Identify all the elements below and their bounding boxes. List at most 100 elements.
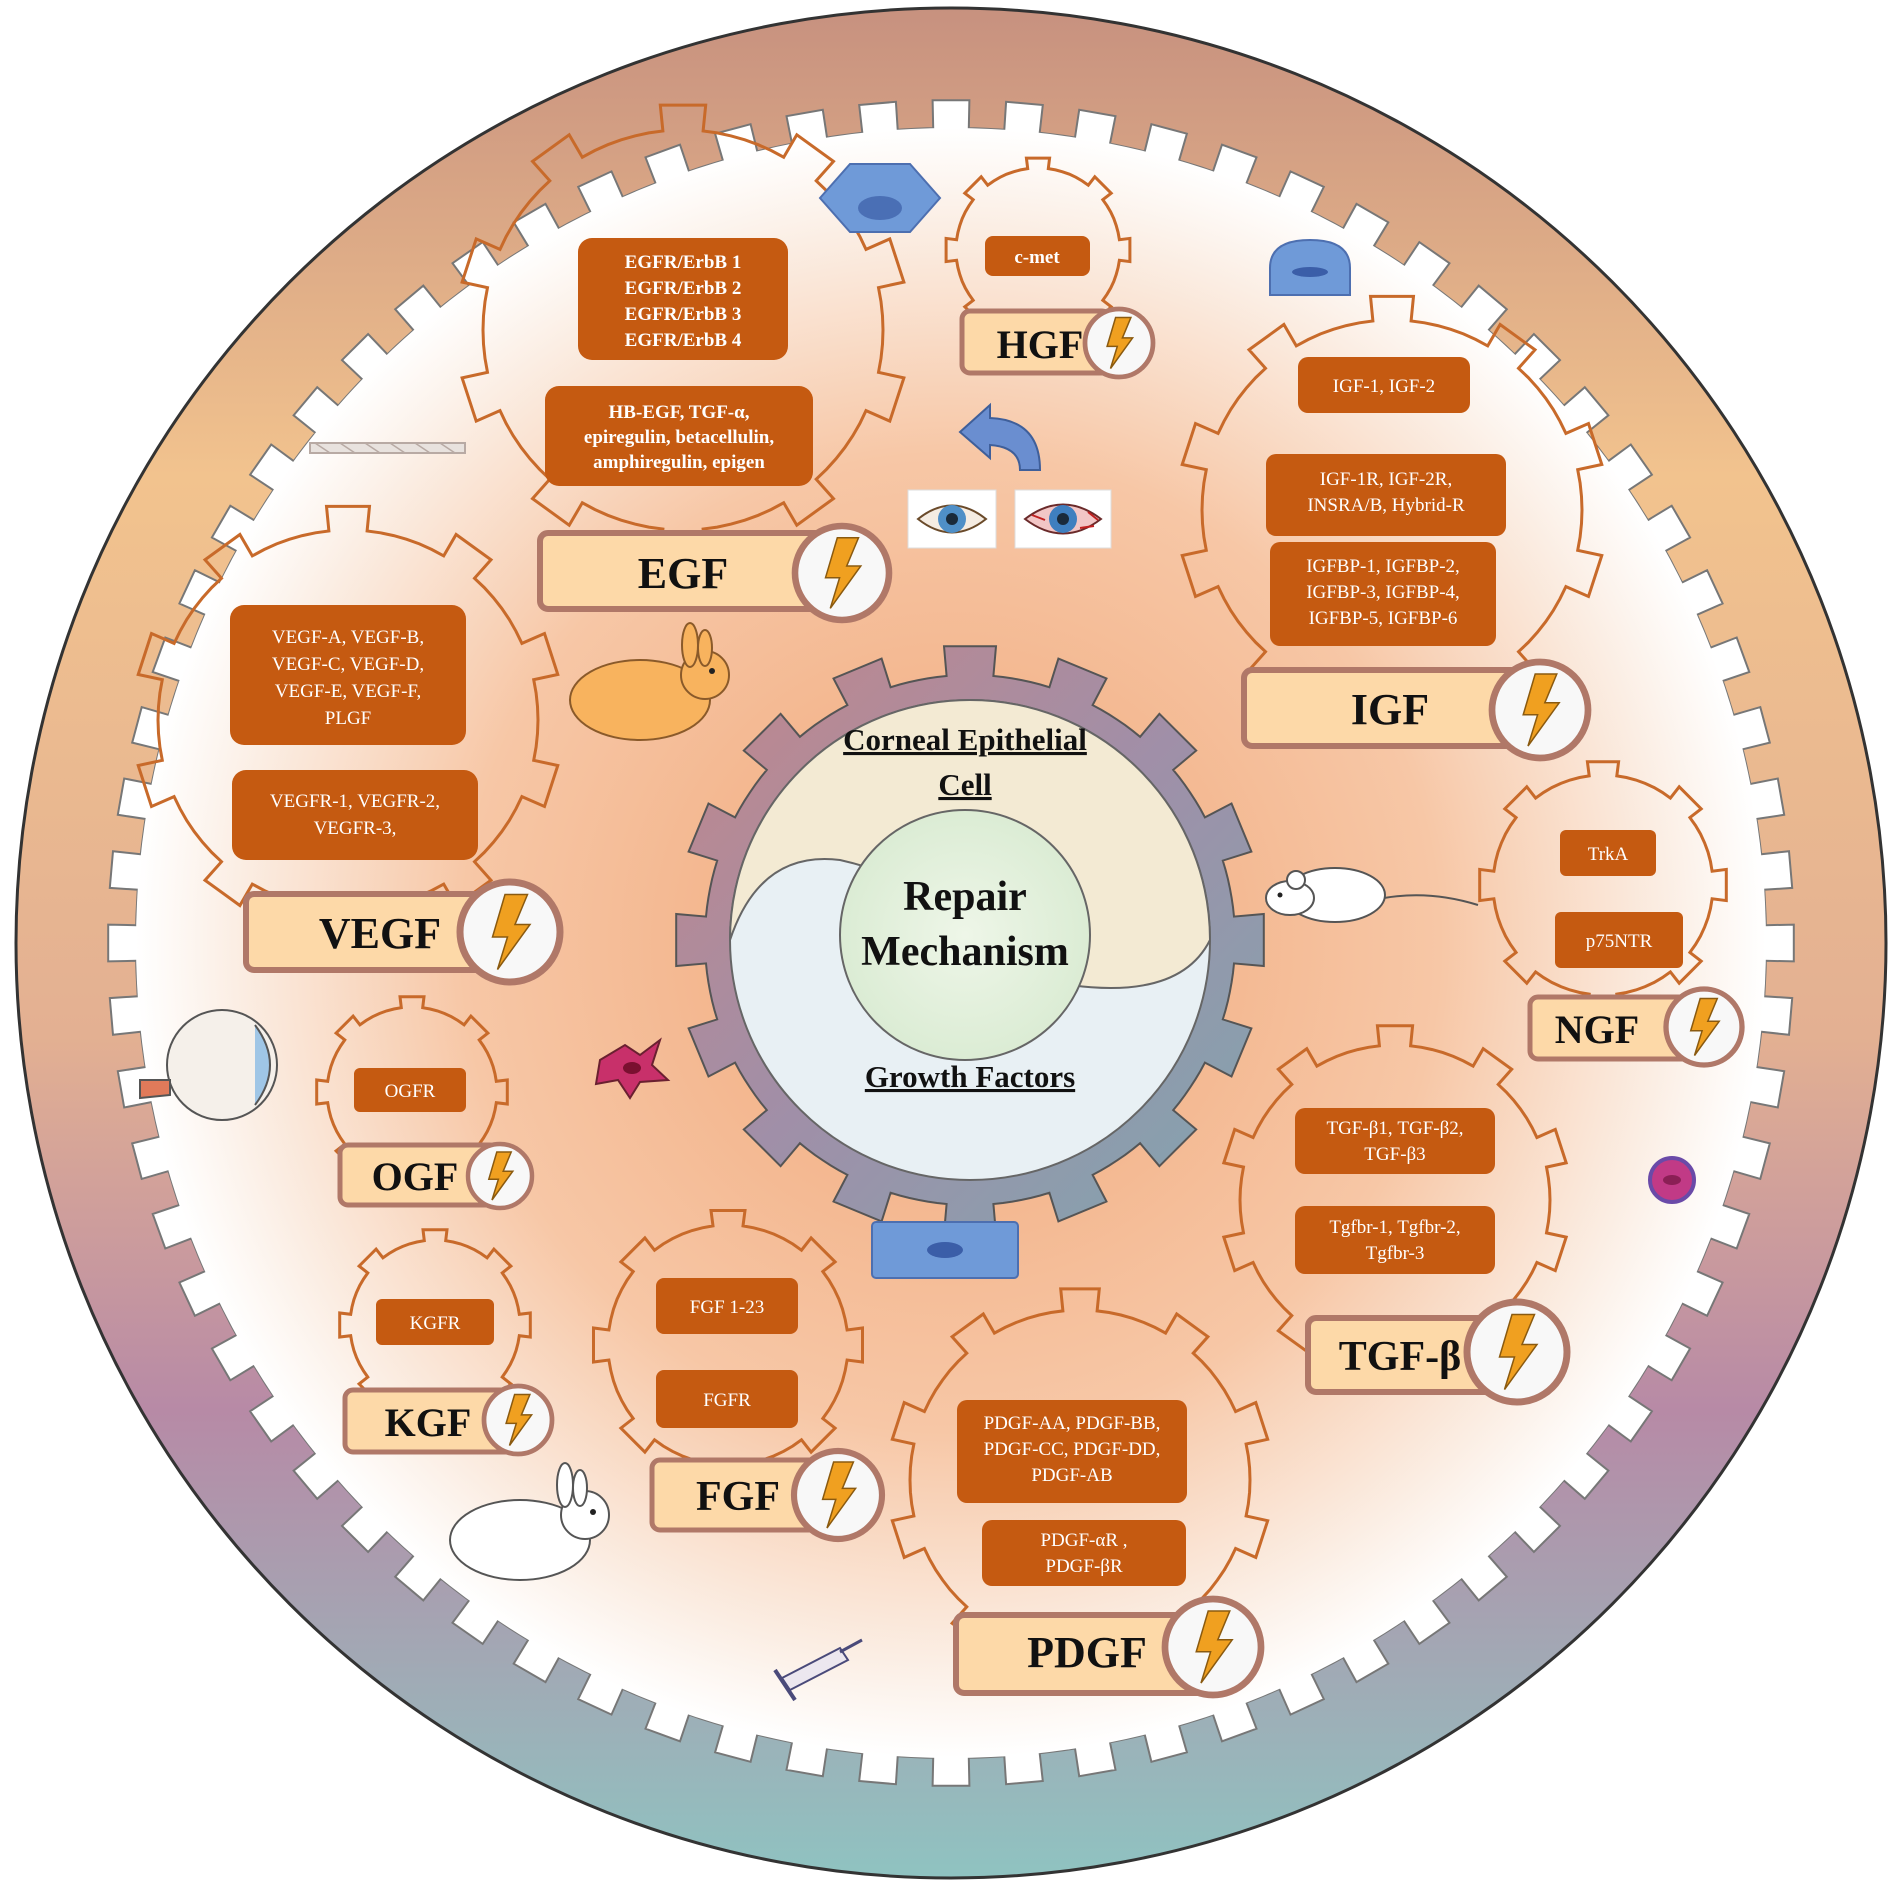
epithelial-cell-icon — [1269, 238, 1351, 296]
egf-lightning-bolt-icon — [791, 522, 893, 624]
pdgf-receptor-1: PDGF-αR , — [1040, 1530, 1127, 1551]
cycle-arrow-icon — [958, 402, 1042, 471]
egf-receptor-3: EGFR/ErbB 3 — [625, 304, 742, 325]
egf-receptor-4: EGFR/ErbB 4 — [625, 330, 742, 351]
collagen-fiber-icon — [309, 442, 466, 454]
fgf-receptor-box — [656, 1370, 798, 1428]
kgf-receptor-box — [376, 1299, 494, 1345]
kgf-name: KGF — [385, 1400, 472, 1445]
healthy-eye-icon — [907, 489, 997, 549]
ogf-receptor-1: OGFR — [385, 1081, 436, 1102]
ngf-lightning-bolt-icon — [1663, 986, 1745, 1068]
center-mechanism: Corneal Epithelial Cell Repair Mechanism… — [675, 645, 1265, 1235]
vegf-receptor-2: VEGFR-3, — [314, 818, 397, 839]
pdgf-name: PDGF — [1027, 1628, 1147, 1677]
pdgf-module: PDGF-AA, PDGF-BB, PDGF-CC, PDGF-DD, PDGF… — [890, 1287, 1270, 1699]
hgf-lightning-bolt-icon — [1082, 306, 1156, 380]
fgf-name: FGF — [696, 1474, 780, 1520]
tgfb-lightning-bolt-icon — [1463, 1298, 1571, 1406]
egf-name: EGF — [638, 549, 728, 598]
egf-receptor-1: EGFR/ErbB 1 — [625, 252, 742, 273]
egf-ligand-1: HB-EGF, TGF-α, — [609, 402, 750, 423]
vegf-receptor-1: VEGFR-1, VEGFR-2, — [270, 791, 440, 812]
igf-bp-3: IGFBP-5, IGFBP-6 — [1309, 608, 1458, 629]
center-middle-line-1: Repair — [903, 874, 1027, 920]
vegf-ligand-2: VEGF-C, VEGF-D, — [272, 654, 424, 675]
igf-lightning-bolt-icon — [1488, 658, 1592, 762]
igf-binding-box — [1270, 542, 1496, 646]
vegf-ligand-4: PLGF — [325, 708, 371, 729]
epithelial-cell-icon — [818, 163, 942, 233]
kgf-lightning-bolt-icon — [481, 1383, 555, 1457]
pdgf-ligand-box — [957, 1400, 1187, 1503]
hgf-name: HGF — [997, 322, 1084, 367]
egf-receptor-2: EGFR/ErbB 2 — [625, 278, 742, 299]
tgfb-name: TGF-β — [1339, 1334, 1461, 1380]
rabbit-icon — [449, 1462, 610, 1581]
syringe-icon — [773, 1638, 863, 1702]
fgf-receptor-1: FGFR — [703, 1390, 751, 1411]
igf-ligand-1: IGF-1, IGF-2 — [1333, 376, 1435, 397]
igf-receptor-2: INSRA/B, Hybrid-R — [1307, 495, 1465, 516]
igf-bp-1: IGFBP-1, IGFBP-2, — [1306, 556, 1460, 577]
egf-ligand-2: epiregulin, betacellulin, — [584, 427, 774, 448]
igf-ligand-box — [1298, 357, 1470, 413]
igf-bp-2: IGFBP-3, IGFBP-4, — [1306, 582, 1460, 603]
eye-anatomy-icon — [139, 1009, 278, 1121]
vegf-lightning-bolt-icon — [456, 878, 564, 986]
pdgf-receptor-box — [982, 1520, 1186, 1586]
igf-name: IGF — [1351, 685, 1429, 734]
rabbit-icon — [569, 622, 730, 741]
mouse-icon — [1265, 867, 1479, 923]
egf-ligand-3: amphiregulin, epigen — [593, 452, 765, 473]
kgf-receptor-1: KGFR — [410, 1313, 461, 1334]
tgfb-module: TGF-β1, TGF-β2, TGF-β3 Tgfbr-1, Tgfbr-2,… — [1221, 1024, 1571, 1406]
fgf-module: FGF 1-23 FGFR FGF — [592, 1209, 886, 1543]
dendritic-cell-icon — [594, 1037, 671, 1100]
ngf-receptor-1: TrkA — [1588, 844, 1629, 865]
cell-icon — [1648, 1156, 1696, 1204]
tgfb-receptor-box — [1295, 1206, 1495, 1274]
tgfb-ligand-2: TGF-β3 — [1364, 1144, 1425, 1165]
center-top-line-2: Cell — [938, 767, 992, 802]
kgf-module: KGFR KGF — [338, 1228, 555, 1457]
fgf-ligand-box — [656, 1278, 798, 1334]
vegf-module: VEGF-A, VEGF-B, VEGF-C, VEGF-D, VEGF-E, … — [136, 504, 564, 986]
ogf-name: OGF — [372, 1154, 459, 1199]
epithelial-cell-icon — [871, 1221, 1019, 1279]
vegf-name: VEGF — [319, 909, 441, 958]
pdgf-receptor-2: PDGF-βR — [1045, 1556, 1123, 1577]
ngf-name: NGF — [1555, 1007, 1639, 1052]
vegf-receptor-box — [232, 770, 478, 860]
fgf-ligand-1: FGF 1-23 — [690, 1297, 764, 1318]
tgfb-receptor-1: Tgfbr-1, Tgfbr-2, — [1329, 1217, 1460, 1238]
ngf-receptor-box-1 — [1560, 830, 1656, 876]
vegf-ligand-1: VEGF-A, VEGF-B, — [272, 627, 424, 648]
ngf-receptor-2: p75NTR — [1586, 931, 1653, 952]
pdgf-ligand-2: PDGF-CC, PDGF-DD, — [984, 1439, 1161, 1460]
igf-receptor-1: IGF-1R, IGF-2R, — [1320, 469, 1452, 490]
hgf-receptor-1: c-met — [1014, 247, 1060, 268]
fgf-lightning-bolt-icon — [790, 1447, 886, 1543]
igf-receptor-box — [1266, 454, 1506, 536]
tgfb-ligand-1: TGF-β1, TGF-β2, — [1326, 1118, 1463, 1139]
center-bottom-label: Growth Factors — [865, 1059, 1075, 1094]
ngf-receptor-box-2 — [1555, 912, 1683, 968]
ogf-receptor-box — [354, 1068, 466, 1112]
vegf-ligand-3: VEGF-E, VEGF-F, — [275, 681, 421, 702]
ngf-module: TrkA p75NTR NGF — [1478, 760, 1745, 1068]
vegf-ligand-box — [230, 605, 466, 745]
pdgf-lightning-bolt-icon — [1161, 1595, 1265, 1699]
egf-receptor-box — [578, 238, 788, 360]
ogf-lightning-bolt-icon — [465, 1141, 535, 1211]
hgf-receptor-box — [985, 236, 1090, 276]
tgfb-receptor-2: Tgfbr-3 — [1366, 1243, 1425, 1264]
hgf-module: c-met HGF — [944, 156, 1156, 380]
injured-eye-icon — [1014, 489, 1112, 549]
center-top-line-1: Corneal Epithelial — [843, 722, 1087, 757]
center-middle-line-2: Mechanism — [861, 929, 1069, 975]
pdgf-ligand-1: PDGF-AA, PDGF-BB, — [984, 1413, 1161, 1434]
igf-module: IGF-1, IGF-2 IGF-1R, IGF-2R, INSRA/B, Hy… — [1180, 294, 1604, 762]
egf-ligand-box — [545, 386, 813, 486]
